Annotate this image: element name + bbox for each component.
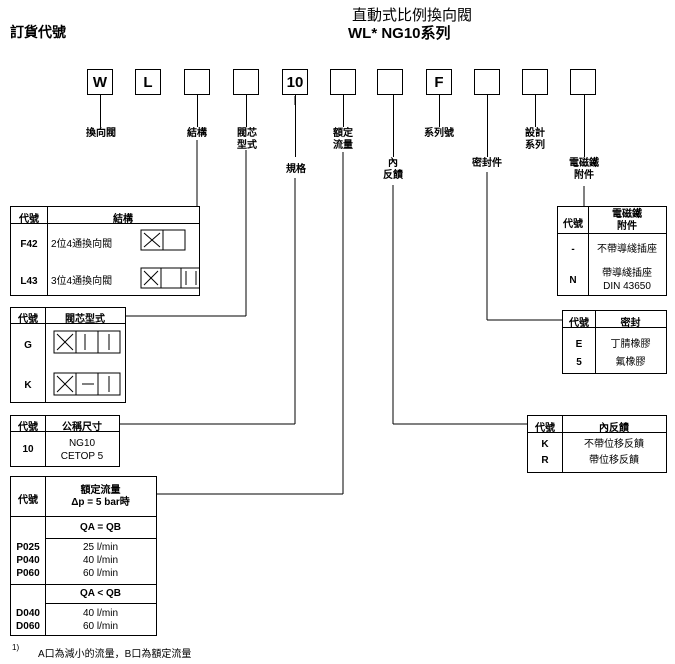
code-box-accessory — [570, 69, 596, 95]
table-header-code: 代號 — [18, 495, 38, 506]
product-series: WL* NG10系列 — [348, 25, 451, 42]
symbol-qa-lt-qb: QA < QB — [79, 588, 122, 599]
code-k: K — [24, 380, 32, 391]
label-size: 規格 — [286, 164, 306, 175]
desc-with-socket: 帶導綫插座 DIN 43650 — [602, 268, 652, 292]
code-box-seal — [474, 69, 500, 95]
table-header-feedback: 內反饋 — [599, 423, 629, 434]
table-header-code: 代號 — [19, 214, 39, 225]
code-box-feedback — [377, 69, 403, 95]
desc-no-socket: 不帶導綫插座 — [597, 244, 657, 255]
code-box-design — [522, 69, 548, 95]
valve-symbol-icon — [140, 229, 200, 289]
accessory-table: 代號 電磁鐵 附件 - 不帶導綫插座 N 帶導綫插座 DIN 43650 — [557, 206, 667, 296]
table-header-code: 代號 — [563, 219, 583, 230]
seal-table: 代號 密封 E 丁腈橡膠 5 氟橡膠 — [562, 310, 667, 374]
code-n: N — [569, 275, 577, 286]
table-header-code: 代號 — [535, 423, 555, 434]
table-header-size: 公稱尺寸 — [62, 422, 102, 433]
table-header-code: 代號 — [18, 314, 38, 325]
desc-no-feedback: 不帶位移反饋 — [584, 439, 644, 450]
values-group2: 40 l/min 60 l/min — [82, 608, 118, 632]
label-feedback: 內 反饋 — [383, 158, 403, 181]
label-accessory: 電磁鐵 附件 — [569, 158, 599, 181]
code-l43: L43 — [20, 276, 38, 287]
label-seal: 密封件 — [472, 158, 502, 169]
code-10: 10 — [22, 444, 34, 455]
table-header-spool: 閥芯型式 — [65, 314, 105, 325]
code-e: E — [575, 339, 583, 350]
label-structure: 結構 — [187, 128, 207, 139]
code-box-l: L — [135, 69, 161, 95]
code-k: K — [541, 439, 549, 450]
table-header-code: 代號 — [18, 422, 38, 433]
table-header-seal: 密封 — [620, 318, 641, 329]
size-table: 代號 公稱尺寸 10 NG10 CETOP 5 — [10, 415, 120, 467]
spool-table: 代號 閥芯型式 G K — [10, 307, 126, 403]
code-dash: - — [571, 244, 575, 255]
codes-group2: D040 D060 — [16, 608, 40, 632]
desc-f42: 2位4通換向閥 — [51, 239, 113, 250]
desc-ng10: NG10 CETOP 5 — [60, 438, 104, 462]
table-header-accessory: 電磁鐵 附件 — [612, 209, 642, 232]
code-f42: F42 — [20, 239, 38, 250]
code-r: R — [541, 455, 549, 466]
code-box-structure — [184, 69, 210, 95]
label-flow: 額定 流量 — [333, 128, 353, 151]
desc-nbr: 丁腈橡膠 — [610, 339, 651, 350]
code-box-flow — [330, 69, 356, 95]
footnote-mark: 1) — [12, 643, 20, 652]
footnote-text: A口為減小的流量，B口為額定流量 — [38, 649, 192, 660]
desc-with-feedback: 帶位移反饋 — [589, 455, 639, 466]
spool-symbol-icon — [53, 330, 121, 396]
symbol-qa-eq-qb: QA = QB — [79, 522, 122, 533]
code-box-spool — [233, 69, 259, 95]
code-box-size: 10 — [282, 69, 308, 95]
product-title: 直動式比例換向閥 — [352, 7, 473, 24]
structure-table: 代號 結構 F42 2位4通換向閥 L43 3位4通換向閥 — [10, 206, 200, 296]
label-design: 設計 系列 — [525, 128, 545, 151]
desc-l43: 3位4通換向閥 — [51, 276, 113, 287]
desc-fkm: 氟橡膠 — [615, 357, 646, 368]
code-box-w: W — [87, 69, 113, 95]
flow-table: 代號 額定流量 Δp = 5 bar時 QA = QB P025 P040 P0… — [10, 476, 157, 636]
label-valve: 換向閥 — [86, 128, 116, 139]
table-header-code: 代號 — [569, 318, 589, 329]
code-5: 5 — [576, 357, 582, 368]
codes-group1: P025 P040 P060 — [16, 542, 40, 579]
code-g: G — [24, 340, 32, 351]
values-group1: 25 l/min 40 l/min 60 l/min — [82, 542, 118, 579]
table-header-flow: 額定流量 Δp = 5 bar時 — [71, 485, 130, 508]
order-code-title: 訂貨代號 — [10, 24, 66, 40]
code-box-series: F — [426, 69, 452, 95]
table-header-structure: 結構 — [113, 214, 133, 225]
label-spool: 閥芯 型式 — [237, 128, 257, 151]
feedback-table: 代號 內反饋 K 不帶位移反饋 R 帶位移反饋 — [527, 415, 667, 473]
label-series: 系列號 — [424, 128, 454, 139]
